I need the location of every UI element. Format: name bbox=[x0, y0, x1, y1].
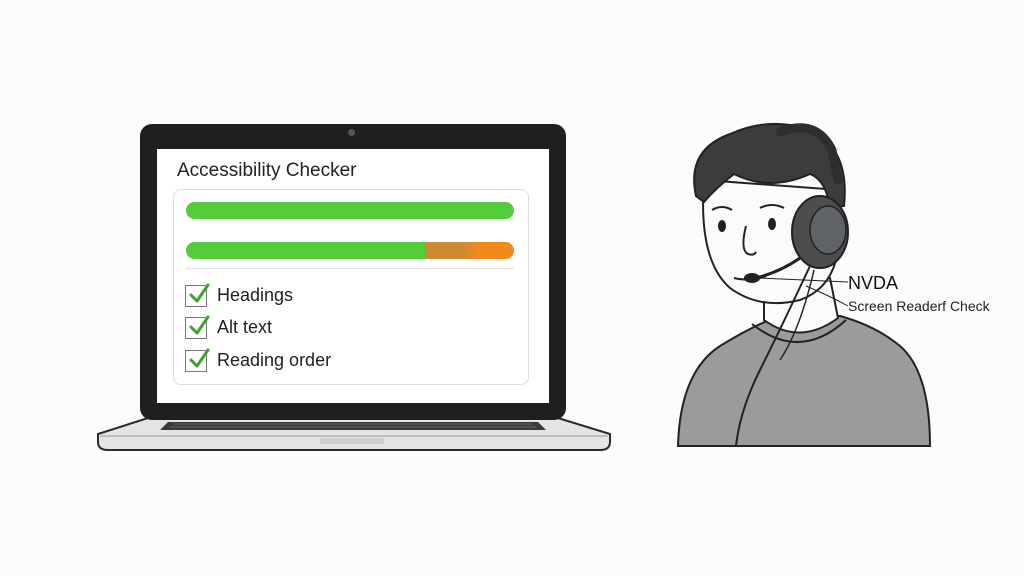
progress-bar bbox=[186, 242, 514, 259]
keyboard bbox=[160, 422, 546, 430]
trackpad-edge bbox=[320, 438, 384, 444]
shirt bbox=[676, 315, 932, 447]
checklist-label: Headings bbox=[217, 285, 294, 305]
progress-bar-pass-fill bbox=[186, 242, 426, 259]
checklist-label: Reading order bbox=[217, 350, 332, 370]
checkbox[interactable] bbox=[185, 283, 210, 307]
microphone bbox=[744, 273, 760, 283]
check-icon bbox=[189, 315, 210, 335]
checkbox[interactable] bbox=[185, 348, 210, 372]
divider bbox=[186, 268, 514, 269]
person-with-headset-illustration bbox=[676, 122, 932, 447]
laptop-base bbox=[97, 417, 611, 451]
checkbox[interactable] bbox=[185, 315, 210, 339]
accessibility-results-panel: Headings Alt text Reading order bbox=[173, 189, 529, 385]
headset-band bbox=[775, 123, 843, 185]
hair bbox=[693, 122, 846, 210]
check-icon bbox=[189, 348, 210, 368]
checklist-label: Alt text bbox=[217, 317, 273, 337]
webcam-icon bbox=[348, 129, 355, 136]
progress-bar-warning-fill bbox=[425, 242, 514, 259]
progress-bar-pass-fill bbox=[186, 202, 514, 219]
check-icon bbox=[189, 283, 210, 303]
screen-reader-caption: Screen Readerf Check bbox=[848, 298, 990, 314]
nvda-label: NVDA bbox=[848, 273, 899, 293]
page-title: Accessibility Checker bbox=[177, 160, 357, 181]
progress-bar bbox=[186, 202, 514, 219]
